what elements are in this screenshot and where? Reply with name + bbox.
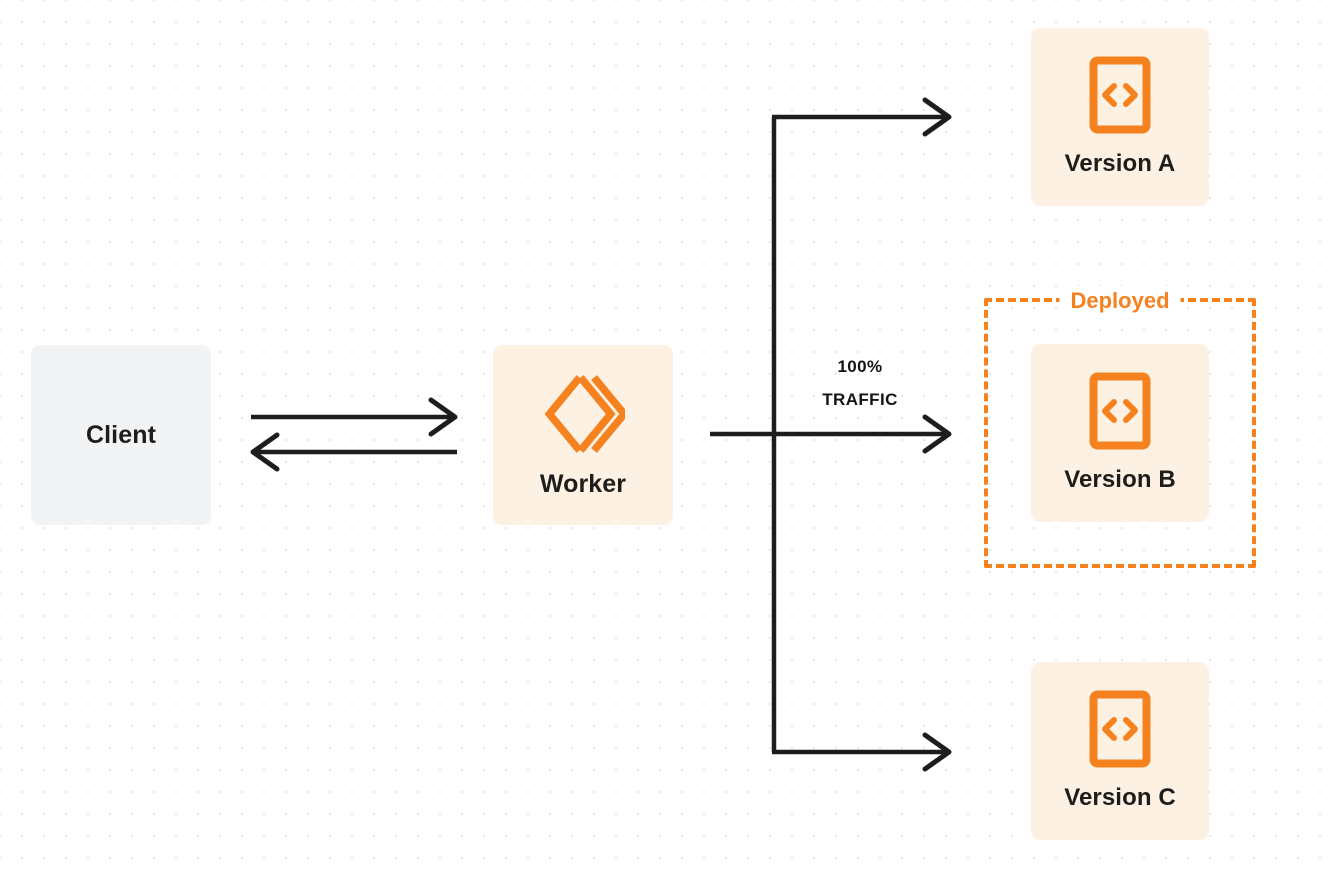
arrow-worker-to-client (250, 432, 457, 472)
code-document-icon (1089, 56, 1151, 134)
node-client-label: Client (85, 420, 157, 449)
node-version-a[interactable]: Version A (1031, 28, 1209, 206)
arrow-worker-to-version-c (772, 732, 952, 772)
cloudflare-workers-icon (541, 372, 625, 456)
arrow-worker-to-version-b (710, 414, 952, 454)
node-worker-label: Worker (539, 469, 627, 498)
deployed-group: Deployed (984, 286, 1256, 568)
deployed-group-label: Deployed (1059, 286, 1181, 316)
traffic-percent: 100% (837, 357, 883, 376)
code-document-icon (1089, 372, 1151, 450)
node-version-b-label: Version B (1064, 466, 1176, 493)
code-document-icon (1089, 690, 1151, 768)
node-version-c[interactable]: Version C (1031, 662, 1209, 840)
node-version-c-label: Version C (1064, 784, 1176, 811)
traffic-unit: TRAFFIC (822, 390, 898, 409)
node-worker[interactable]: Worker (493, 345, 673, 525)
node-version-a-label: Version A (1064, 150, 1176, 177)
arrow-client-to-worker (251, 397, 458, 437)
arrow-worker-to-version-a (772, 97, 952, 137)
traffic-label: 100% TRAFFIC (790, 350, 930, 416)
node-version-b[interactable]: Version B (1031, 344, 1209, 522)
node-client[interactable]: Client (31, 345, 211, 525)
